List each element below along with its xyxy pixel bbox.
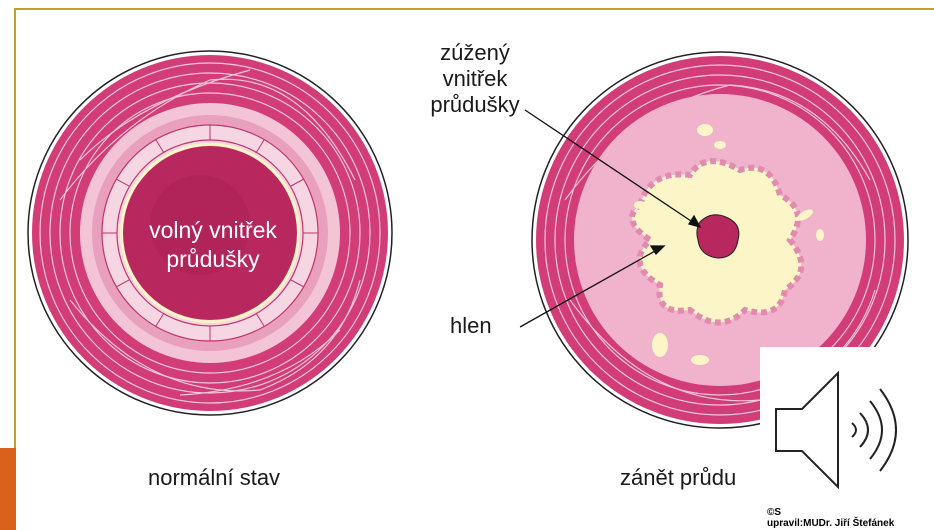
- normal-lumen-label-line1: volný vnitřek: [133, 216, 293, 245]
- image-credit: ©S upravil:MUDr. Jiří Štefánek: [767, 507, 894, 529]
- mucus-label: hlen: [450, 313, 492, 339]
- narrowed-lumen-label-line3: průdušky: [420, 92, 530, 118]
- speaker-icon: [760, 347, 934, 512]
- normal-lumen-label: volný vnitřek průdušky: [133, 216, 293, 274]
- narrowed-lumen-label: zúžený vnitřek průdušky: [420, 40, 530, 118]
- normal-lumen-label-line2: průdušky: [133, 245, 293, 274]
- credit-line1: ©S: [767, 507, 894, 518]
- inflamed-caption: zánět průdu: [620, 465, 736, 491]
- normal-caption: normální stav: [148, 465, 280, 491]
- narrowed-lumen-label-line1: zúžený: [420, 40, 530, 66]
- credit-line2: upravil:MUDr. Jiří Štefánek: [767, 518, 894, 529]
- narrowed-lumen-label-line2: vnitřek: [420, 66, 530, 92]
- audio-speaker-button[interactable]: [760, 347, 934, 512]
